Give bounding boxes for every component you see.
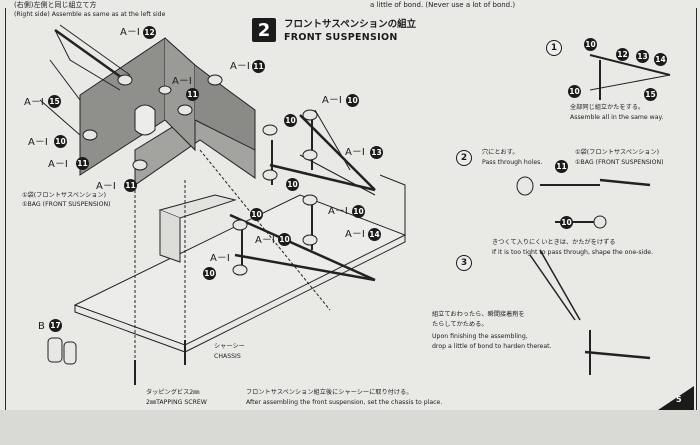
page-bottom-margin bbox=[0, 410, 700, 445]
section-title-en: FRONT SUSPENSION bbox=[284, 32, 398, 43]
part-15-marker: 15 bbox=[48, 95, 61, 108]
step1-part-13: 13 bbox=[636, 50, 649, 63]
part-17-marker: 17 bbox=[49, 319, 62, 332]
section-title-jp: フロントサスペンションの組立 bbox=[284, 19, 417, 30]
part-10-marker-b: 10 bbox=[286, 178, 299, 191]
label-a1-10-right: A－I bbox=[322, 95, 342, 106]
step1-part-14: 14 bbox=[654, 53, 667, 66]
part-11-marker-mid: 11 bbox=[186, 88, 199, 101]
screw-label-en: 2㎜TAPPING SCREW bbox=[146, 399, 207, 406]
step2-bag-jp: ①袋(フロントサスペンション) bbox=[575, 149, 660, 156]
step3-jp-1: 組立ておわったら、瞬間接着剤を bbox=[432, 311, 525, 318]
part-10-marker-a: 10 bbox=[284, 114, 297, 127]
chassis-label-jp: シャーシー bbox=[214, 343, 245, 350]
step1-part-10-top: 10 bbox=[584, 38, 597, 51]
chassis-label-en: CHASSIS bbox=[214, 353, 241, 360]
step-2-marker: 2 bbox=[456, 150, 472, 166]
step2-bag-en: ①BAG (FRONT SUSPENSION) bbox=[575, 159, 664, 166]
step2-part-10: 10 bbox=[560, 216, 573, 229]
part-10-marker-d: 10 bbox=[278, 233, 291, 246]
step-number-badge: 2 bbox=[252, 18, 276, 42]
step1-part-12: 12 bbox=[616, 48, 629, 61]
label-a1-11-mid: A－I bbox=[172, 76, 192, 87]
step1-part-10-bottom: 10 bbox=[568, 85, 581, 98]
step-1-marker: 1 bbox=[546, 40, 562, 56]
label-a1-10-lower: A－I bbox=[328, 206, 348, 217]
part-10-marker-e: 10 bbox=[203, 267, 216, 280]
bag-note-en: ①BAG (FRONT SUSPENSION) bbox=[22, 201, 111, 208]
step3-en-1: Upon finishing the assembling, bbox=[432, 333, 528, 340]
step2-tight-en: If it is too tight to pass through, shap… bbox=[492, 249, 654, 256]
step1-part-15: 15 bbox=[644, 88, 657, 101]
label-a1-10-d: A－I bbox=[255, 235, 275, 246]
bottom-note-en: After assembling the front suspension, s… bbox=[246, 399, 443, 406]
label-a1-10-e: A－I bbox=[210, 253, 230, 264]
top-left-jp: (右側)左側と同じ組立て方 bbox=[14, 1, 97, 9]
label-a1-10-left: A－I bbox=[28, 137, 48, 148]
label-a1-12: A－I bbox=[120, 27, 140, 38]
part-11-marker-top: 11 bbox=[252, 60, 265, 73]
step2-jp: 穴にとおす。 bbox=[482, 149, 519, 156]
part-13-marker: 13 bbox=[370, 146, 383, 159]
bag-note-jp: ①袋(フロントサスペンション) bbox=[22, 192, 107, 199]
label-a1-11-top: A－I bbox=[230, 61, 250, 72]
part-10-marker-right: 10 bbox=[346, 94, 359, 107]
top-left-en: (Right side) Assemble as same as at the … bbox=[14, 11, 166, 18]
screw-label-jp: タッピングビス2㎜ bbox=[146, 389, 200, 396]
part-10-marker-c: 10 bbox=[250, 208, 263, 221]
label-a1-15: A－I bbox=[24, 97, 44, 108]
label-a1-14: A－I bbox=[345, 229, 365, 240]
page-corner bbox=[658, 386, 694, 410]
label-b: B bbox=[38, 321, 45, 332]
part-12-marker: 12 bbox=[143, 26, 156, 39]
part-14-marker: 14 bbox=[368, 228, 381, 241]
bottom-note-jp: フロントサスペンション組立後にシャーシーに取り付ける。 bbox=[246, 389, 413, 396]
part-11-marker-bottom: 11 bbox=[124, 179, 137, 192]
part-11-marker-left: 11 bbox=[76, 157, 89, 170]
step-3-marker: 3 bbox=[456, 255, 472, 271]
part-10-marker-lower: 10 bbox=[352, 205, 365, 218]
step2-part-11: 11 bbox=[555, 160, 568, 173]
page-number: 5 bbox=[676, 395, 682, 404]
step2-tight-jp: きつくて入りにくいときは、かたがをけずる bbox=[492, 239, 616, 246]
step2-en: Pass through holes. bbox=[482, 159, 543, 166]
label-a1-11-left: A－I bbox=[48, 159, 68, 170]
step3-jp-2: たらしてかためる。 bbox=[432, 321, 488, 328]
step1-jp: 全部同じ組立かたをする。 bbox=[570, 104, 645, 111]
top-center-note: a little of bond. (Never use a lot of bo… bbox=[370, 1, 516, 9]
label-a1-13: A－I bbox=[345, 147, 365, 158]
label-a1-11-bottom: A－I bbox=[96, 181, 116, 192]
step3-en-2: drop a little of bond to harden thereat. bbox=[432, 343, 552, 350]
part-10-marker-left: 10 bbox=[54, 135, 67, 148]
step1-en: Assemble all in the same way. bbox=[570, 114, 664, 121]
